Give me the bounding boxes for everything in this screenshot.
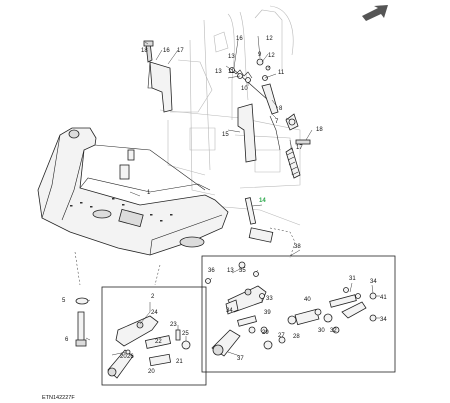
bolt-6 (75, 311, 87, 347)
label-21: 21 (176, 359, 183, 365)
label-38: 38 (294, 244, 301, 250)
label-34b: 34 (370, 279, 377, 285)
bolt-18-left (143, 40, 154, 63)
label-5: 5 (62, 298, 66, 304)
label-20: 20 (148, 369, 155, 375)
label-16b: 16 (236, 36, 243, 42)
box-38-contents (205, 261, 377, 357)
label-39: 39 (264, 310, 271, 316)
box-2-contents (107, 315, 191, 379)
orientation-arrow-icon (362, 5, 388, 21)
label-17b: 17 (296, 145, 303, 151)
label-19: 20 (120, 354, 127, 360)
label-34a: 34 (226, 308, 233, 314)
label-13a: 13 (228, 54, 235, 60)
label-18b: 18 (316, 127, 323, 133)
washer-5 (75, 297, 89, 305)
background-frame (159, 5, 301, 226)
label-29: 29 (262, 330, 269, 336)
label-2: 2 (151, 294, 155, 300)
linkage-assembly (229, 58, 299, 151)
pin-16 (127, 149, 135, 161)
label-26: 26 (127, 354, 134, 360)
label-11b: 11 (278, 70, 285, 76)
label-34c: 34 (380, 317, 387, 323)
label-24: 24 (151, 310, 158, 316)
label-9: 9 (258, 52, 262, 58)
label-8: 8 (279, 106, 283, 112)
label-40: 40 (304, 297, 311, 303)
label-41: 41 (380, 295, 387, 301)
pin-and-bushing (244, 197, 274, 243)
label-17a: 17 (177, 48, 184, 54)
right-bracket (237, 103, 257, 163)
label-11a: 11 (228, 69, 235, 75)
bolt-18-right (295, 139, 311, 145)
frame-block (119, 164, 130, 180)
label-14: 14 (259, 198, 266, 204)
label-28: 28 (293, 334, 300, 340)
leader-lines (85, 35, 380, 357)
label-25: 25 (182, 331, 189, 337)
spring-14 (285, 147, 301, 179)
label-6: 6 (65, 337, 69, 343)
callout-labels: 18 16 17 16 12 13 9 12 13 11 11 10 8 7 1… (62, 36, 387, 375)
label-22: 22 (155, 339, 162, 345)
label-13c: 13 (227, 268, 234, 274)
left-bracket (147, 61, 173, 113)
label-16a: 16 (163, 48, 170, 54)
front-frame (37, 127, 229, 256)
label-35: 35 (239, 268, 246, 274)
figure-code: ETN142227F (42, 395, 75, 401)
label-12b: 12 (268, 53, 275, 59)
label-27: 27 (278, 333, 285, 339)
label-12a: 12 (266, 36, 273, 42)
box-item-38 (201, 255, 396, 373)
label-36: 36 (208, 268, 215, 274)
label-15: 15 (222, 132, 229, 138)
frame-holes (70, 198, 173, 222)
label-32: 32 (330, 328, 337, 334)
box-item-2 (101, 286, 207, 386)
label-31: 31 (349, 276, 356, 282)
label-10: 10 (241, 86, 248, 92)
label-13b: 13 (215, 69, 222, 75)
label-7: 7 (275, 119, 279, 125)
label-33: 33 (266, 296, 273, 302)
label-1: 1 (147, 190, 151, 196)
label-18a: 18 (141, 48, 148, 54)
label-30: 30 (318, 328, 325, 334)
label-23: 23 (170, 322, 177, 328)
label-37: 37 (237, 356, 244, 362)
